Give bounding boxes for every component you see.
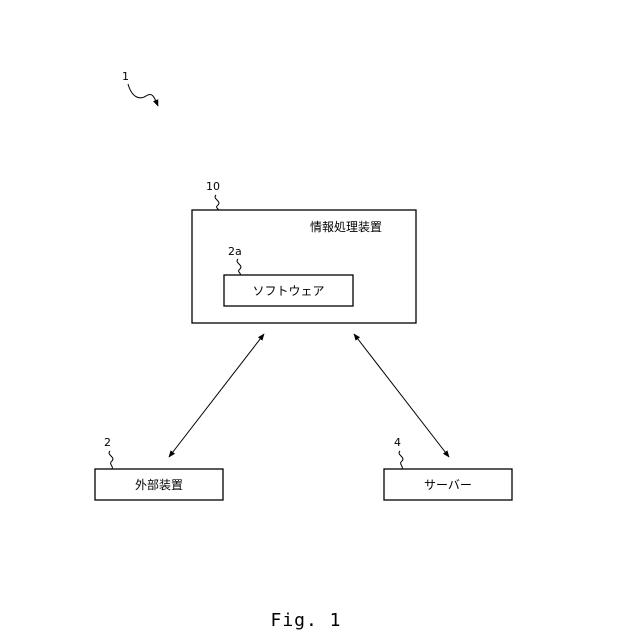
device-server-link-arrow [354,334,449,457]
external-device-leader-line [109,451,113,469]
system-ref-arrow [128,84,158,106]
external-device-ref-label: 2 [104,436,111,449]
figure-caption: Fig. 1 [270,610,341,631]
server-ref-label: 4 [394,436,401,449]
device-label: 情報処理装置 [310,220,382,234]
device-leader-line [215,195,219,210]
server-leader-line [399,451,403,469]
software-ref-label: 2a [228,245,242,258]
server-label: サーバー [424,478,472,492]
device-ref-label: 10 [206,180,220,193]
software-label: ソフトウェア [252,284,324,298]
device-external-link-arrow [169,334,264,457]
system-ref-label: 1 [122,70,129,83]
external-device-label: 外部装置 [135,477,183,492]
